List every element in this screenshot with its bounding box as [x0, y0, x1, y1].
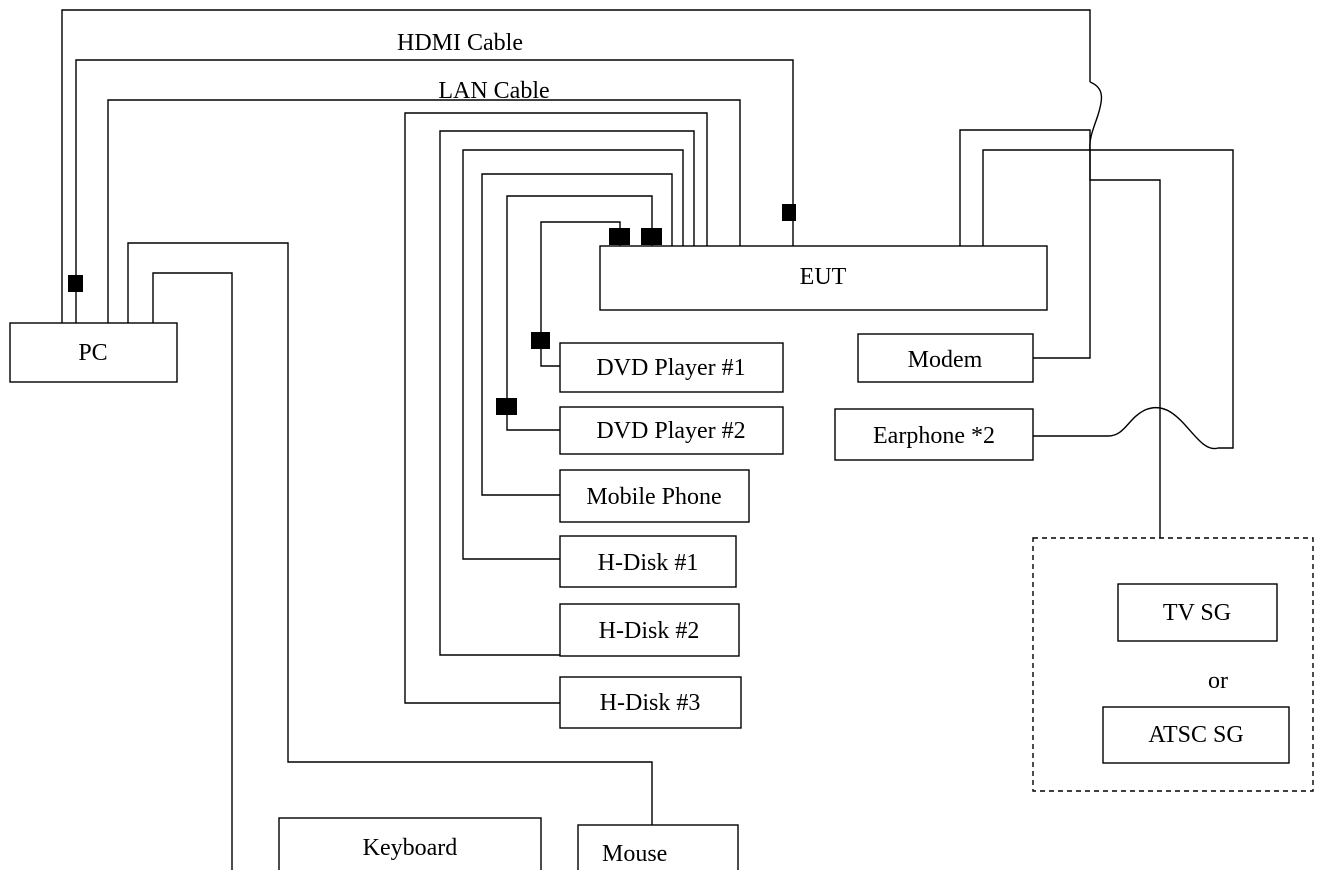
hdisk2-cable — [439, 130, 695, 656]
signal-generator-dashed-box — [1032, 537, 1314, 792]
modem-box: Modem — [857, 333, 1034, 383]
dvd2-cable — [506, 195, 653, 431]
ferrite-core-dvd2-eut — [641, 228, 662, 245]
mobile-phone-cable — [481, 173, 673, 496]
hdisk3-cable — [404, 112, 708, 704]
ferrite-core-dvd1-eut — [609, 228, 630, 245]
dvd-player-2-label: DVD Player #2 — [596, 418, 745, 444]
pc-label: PC — [78, 340, 107, 366]
keyboard-label: Keyboard — [363, 835, 458, 861]
lan-cable-label: LAN Cable — [438, 78, 549, 104]
eut-label: EUT — [800, 264, 847, 290]
or-label: or — [1208, 668, 1228, 694]
signal-generator-group: TV SG or ATSC SG — [1032, 537, 1314, 792]
dvd-player-1-box: DVD Player #1 — [559, 342, 784, 393]
hdmi-cable-label: HDMI Cable — [397, 30, 523, 56]
atsc-sg-box — [1102, 706, 1290, 764]
modem-label: Modem — [908, 347, 983, 373]
pc-box: PC — [9, 322, 178, 383]
earphone-cable-a — [982, 149, 1234, 449]
atsc-sg-label: ATSC SG — [1148, 722, 1243, 748]
keyboard-box: Keyboard — [278, 817, 542, 870]
ferrite-core-dvd1 — [531, 332, 550, 349]
ferrite-core-dvd2 — [496, 398, 517, 415]
hdisk-1-box: H-Disk #1 — [559, 535, 737, 588]
outer-cable-to-signal-generator — [1089, 150, 1161, 538]
keyboard-cable — [152, 272, 233, 870]
hdisk-2-box: H-Disk #2 — [559, 603, 740, 657]
outer-cable — [61, 9, 1091, 323]
earphone-cable-b — [1107, 407, 1219, 450]
mouse-label: Mouse — [602, 841, 667, 867]
ferrite-core-hdmi-eut — [782, 204, 796, 221]
lan-cable — [107, 99, 741, 323]
hdisk-3-label: H-Disk #3 — [600, 690, 701, 716]
eut-box: EUT — [599, 245, 1048, 311]
mouse-cable — [127, 242, 653, 825]
ferrite-core-hdmi-pc — [68, 275, 83, 292]
hdisk-1-label: H-Disk #1 — [598, 550, 699, 576]
earphone-box: Earphone *2 — [834, 408, 1034, 461]
hdisk-2-label: H-Disk #2 — [599, 618, 700, 644]
hdmi-cable — [75, 59, 794, 323]
earphone-label: Earphone *2 — [873, 423, 995, 449]
outer-cable-crossing — [1089, 81, 1103, 151]
hdisk1-cable — [462, 149, 684, 560]
mouse-box: Mouse — [577, 824, 739, 870]
dvd-player-2-box: DVD Player #2 — [559, 406, 784, 455]
modem-cable — [959, 129, 1091, 359]
tv-sg-box — [1117, 583, 1278, 642]
dvd-player-1-label: DVD Player #1 — [596, 355, 745, 381]
mobile-phone-label: Mobile Phone — [586, 484, 721, 510]
mobile-phone-box: Mobile Phone — [559, 469, 750, 523]
hdisk-3-box: H-Disk #3 — [559, 676, 742, 729]
tv-sg-label: TV SG — [1163, 600, 1231, 626]
